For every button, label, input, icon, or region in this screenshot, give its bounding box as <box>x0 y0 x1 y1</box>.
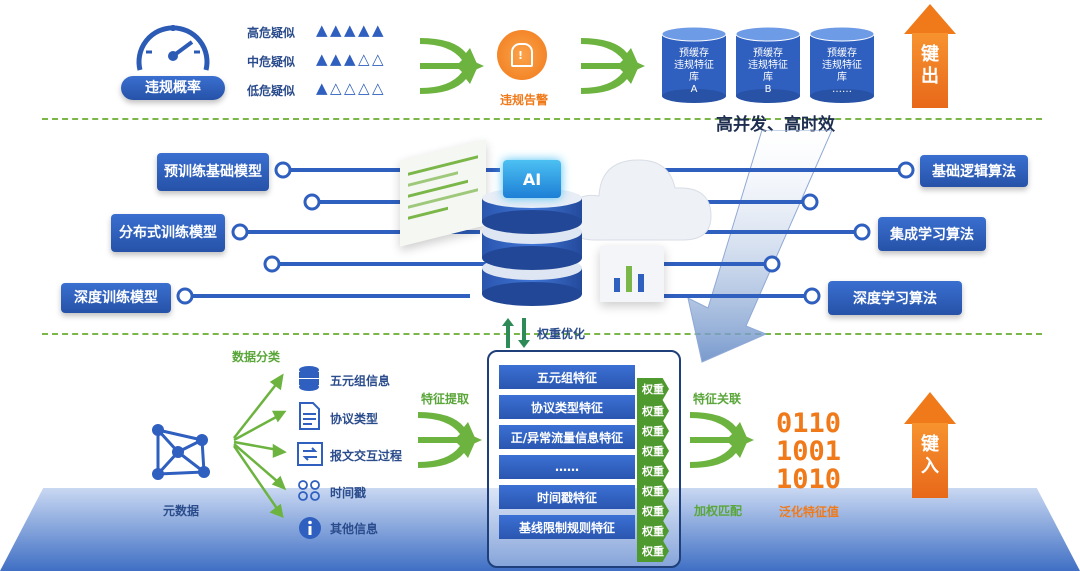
feature-quintuple: 五元组特征 <box>499 365 635 389</box>
binary-row: 0110 <box>776 408 842 439</box>
category-quintuple: 五元组信息 <box>330 374 391 388</box>
triangle-filled-icon: ▲ <box>358 21 370 39</box>
cloud-icon <box>568 159 712 241</box>
weight-tag: 权重 <box>637 400 669 422</box>
weight-tag: 权重 <box>637 500 669 522</box>
exchange-icon <box>297 442 323 466</box>
ai-chip-icon: AI <box>503 160 561 198</box>
flow-arrows-association <box>690 412 754 468</box>
weight-tag: 权重 <box>637 378 669 400</box>
category-other: 其他信息 <box>330 522 379 536</box>
violation-probability-label: 违规概率 <box>121 76 225 100</box>
triangle-filled-icon: ▲ <box>316 21 328 39</box>
triangle-empty-icon: △ <box>372 50 384 68</box>
separator-bottom <box>42 333 1042 335</box>
key-out-label: 键出 <box>921 44 939 87</box>
gauge-icon <box>136 25 210 71</box>
alarm-label: 违规告警 <box>500 93 549 107</box>
triangle-filled-icon: ▲ <box>316 50 328 68</box>
triangle-filled-icon: ▲ <box>330 50 342 68</box>
feature-traffic: 正/异常流量信息特征 <box>499 425 635 449</box>
triangle-empty-icon: △ <box>330 79 342 97</box>
cylinder-icon <box>809 26 875 103</box>
separator-top <box>42 118 1042 120</box>
level-low-label: 低危疑似 <box>247 84 296 98</box>
feature-protocol: 协议类型特征 <box>499 395 635 419</box>
category-exchange: 报文交互过程 <box>330 449 403 463</box>
cylinder-icon <box>661 26 727 103</box>
classify-label: 数据分类 <box>232 350 281 364</box>
weight-tag: 权重 <box>637 440 669 462</box>
triangle-filled-icon: ▲ <box>372 21 384 39</box>
feature-timestamp: 时间戳特征 <box>499 485 635 509</box>
binary-values: 0110 1001 1010 <box>776 410 841 494</box>
feature-ellipsis: …… <box>499 455 635 479</box>
level-mid-label: 中危疑似 <box>247 55 296 69</box>
key-in-label: 键入 <box>921 434 939 477</box>
chart-panel <box>600 246 664 302</box>
feature-baseline: 基线限制规则特征 <box>499 515 635 539</box>
algo-ensemble: 集成学习算法 <box>878 217 986 251</box>
category-protocol: 协议类型 <box>330 412 379 426</box>
cylinder-icon <box>735 26 801 103</box>
database-stack-icon <box>482 188 582 306</box>
weighted-match-label: 加权匹配 <box>694 504 743 518</box>
triangle-filled-icon: ▲ <box>344 21 356 39</box>
model-pretrained: 预训练基础模型 <box>157 153 269 191</box>
flow-arrows-top-left <box>420 38 484 94</box>
database-icon <box>299 366 319 391</box>
key-in-arrow: 键入 <box>904 392 956 498</box>
category-timestamp: 时间戳 <box>330 486 367 500</box>
concurrency-arrow <box>687 130 833 363</box>
triangle-filled-icon: ▲ <box>330 21 342 39</box>
weight-tag: 权重 <box>637 420 669 442</box>
algo-deep: 深度学习算法 <box>828 281 962 315</box>
weight-tag: 权重 <box>637 480 669 502</box>
metadata-network-icon <box>152 424 210 480</box>
model-deep: 深度训练模型 <box>61 283 171 313</box>
classify-arrows <box>232 373 287 519</box>
algo-basic-logic: 基础逻辑算法 <box>920 155 1028 187</box>
weight-tag: 权重 <box>637 520 669 542</box>
binary-row: 1001 <box>776 436 842 467</box>
triangle-filled-icon: ▲ <box>316 79 328 97</box>
triangle-empty-icon: △ <box>358 79 370 97</box>
alarm-icon: ! <box>497 30 547 80</box>
triangle-empty-icon: △ <box>372 79 384 97</box>
ai-label: AI <box>522 169 542 189</box>
timestamp-icon <box>298 480 320 501</box>
flow-arrows-extract <box>418 412 482 468</box>
generalized-label: 泛化特征值 <box>779 505 840 519</box>
metadata-label: 元数据 <box>163 504 200 518</box>
association-label: 特征关联 <box>693 392 742 406</box>
binary-row: 1010 <box>776 464 842 495</box>
weight-tag: 权重 <box>637 460 669 482</box>
document-icon <box>299 402 320 430</box>
triangle-empty-icon: △ <box>344 79 356 97</box>
swap-arrows-icon <box>502 318 530 348</box>
model-distributed: 分布式训练模型 <box>111 214 225 252</box>
key-out-arrow: 键出 <box>904 4 956 108</box>
weight-tag: 权重 <box>637 540 669 562</box>
triangle-filled-icon: ▲ <box>344 50 356 68</box>
triangle-empty-icon: △ <box>358 50 370 68</box>
level-high-label: 高危疑似 <box>247 26 296 40</box>
extract-label: 特征提取 <box>421 392 470 406</box>
weight-optimization-label: 权重优化 <box>537 327 586 341</box>
flow-arrows-top-right <box>581 38 645 94</box>
info-icon <box>299 517 321 539</box>
